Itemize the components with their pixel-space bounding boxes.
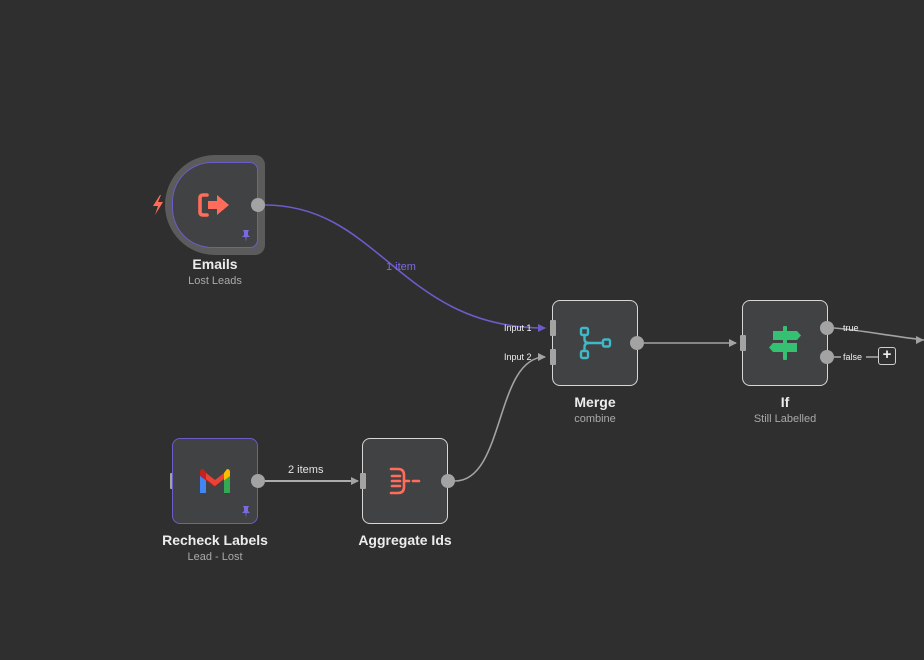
aggregate-icon [389,467,421,495]
if-true-handle[interactable] [820,321,834,335]
merge-input-1-handle[interactable] [550,320,556,336]
merge-subtitle: combine [574,413,616,425]
node-aggregate-ids[interactable] [362,438,448,524]
node-emails[interactable] [172,162,258,248]
node-recheck-labels[interactable] [172,438,258,524]
if-input-handle[interactable] [740,335,746,351]
merge-icon [579,326,612,360]
node-merge[interactable] [552,300,638,386]
pin-icon [242,506,250,518]
pin-icon [242,230,250,242]
merge-input-2-label: Input 2 [504,352,532,362]
merge-title: Merge [574,394,616,410]
merge-input-1-label: Input 1 [504,323,532,333]
if-true-label: true [843,323,859,333]
merge-input-2-handle[interactable] [550,349,556,365]
edge-label-emails-merge: 1 item [386,261,416,273]
edge-true-arrow [916,336,924,344]
if-subtitle: Still Labelled [753,413,817,425]
recheck-output-handle[interactable] [251,474,265,488]
aggregate-input-handle[interactable] [360,473,366,489]
aggregate-title: Aggregate Ids [358,532,452,548]
emails-subtitle: Lost Leads [188,275,242,287]
add-node-button[interactable]: + [878,347,896,365]
if-false-label: false [843,352,863,362]
aggregate-output-handle[interactable] [441,474,455,488]
trigger-bolt-icon [153,195,163,215]
recheck-subtitle: Lead - Lost [187,551,243,563]
signpost-icon [769,326,801,360]
sign-in-icon [198,193,229,217]
recheck-title: Recheck Labels [162,532,268,548]
edge-label-recheck-aggregate: 2 items [288,464,324,476]
gmail-icon [200,469,230,493]
emails-title: Emails [192,256,238,272]
if-title: If [780,394,790,410]
emails-output-handle[interactable] [251,198,265,212]
merge-output-handle[interactable] [630,336,644,350]
node-if[interactable] [742,300,828,386]
if-false-handle[interactable] [820,350,834,364]
